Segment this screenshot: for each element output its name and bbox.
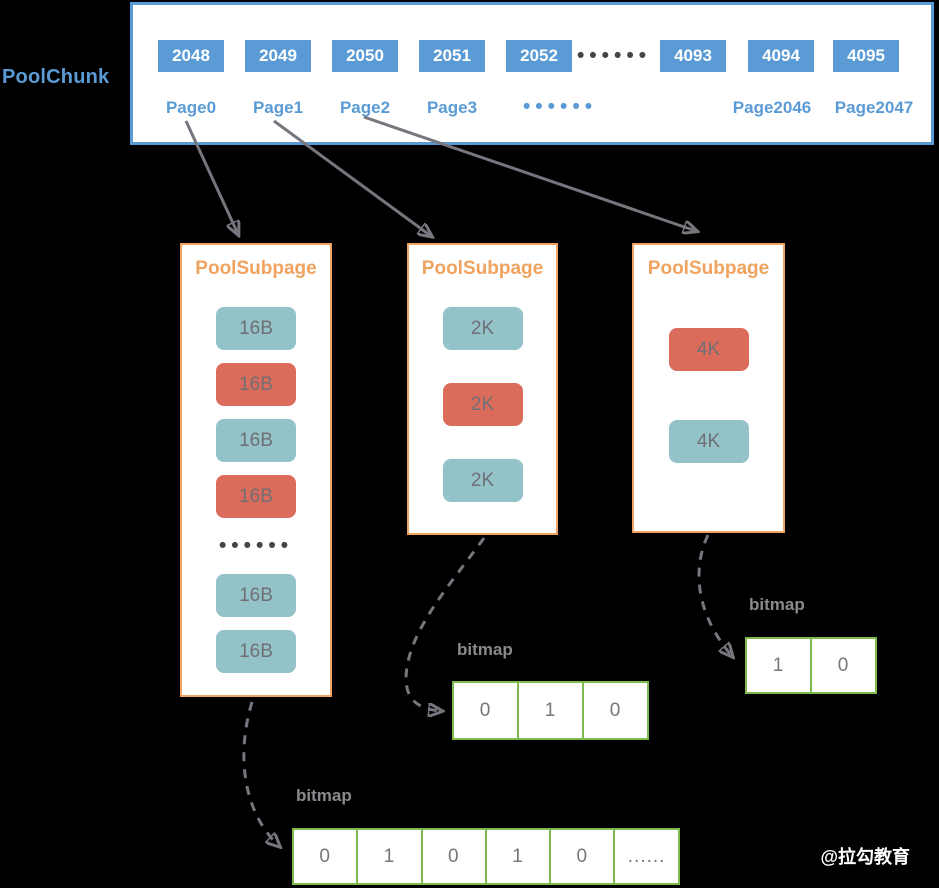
chunk-page-label: Page2047	[834, 98, 914, 117]
bitmap-cell: 1	[747, 639, 812, 692]
memory-block-2k-free: 2K	[442, 459, 523, 502]
poolsubpage-title: PoolSubpage	[195, 258, 317, 279]
chunk-pages-ellipsis: ••••••	[522, 95, 598, 118]
chunk-page-label: Page0	[165, 98, 217, 117]
memory-block-16b-free: 16B	[216, 307, 296, 350]
memory-block-4k-allocated: 4K	[668, 328, 749, 371]
chunk-cell: 4093	[660, 40, 726, 72]
bitmap-cell: 0	[837, 654, 850, 676]
poolchunk-label: PoolChunk	[2, 66, 110, 88]
bitmap-cell: 0	[551, 830, 616, 883]
poolsubpage-box: PoolSubpage 2K 2K 2K	[407, 243, 558, 535]
memory-blocks-ellipsis: ••••••	[218, 534, 294, 557]
bitmap-label: bitmap	[296, 786, 352, 805]
bitmap-cell: 1	[487, 830, 552, 883]
memory-block-4k-free: 4K	[668, 420, 749, 463]
watermark: @拉勾教育	[820, 847, 910, 867]
chunk-cell: 2052	[506, 40, 572, 72]
poolsubpage-title: PoolSubpage	[421, 258, 544, 279]
bitmap-cell: ......	[627, 845, 666, 867]
bitmap-cell: 1	[519, 683, 584, 738]
bitmap-cell: 0	[454, 683, 519, 738]
chunk-cell: 4095	[833, 40, 899, 72]
chunk-cell: 2049	[245, 40, 311, 72]
chunk-cell: 2048	[158, 40, 224, 72]
chunk-page-label: Page1	[252, 98, 304, 117]
bitmap-label: bitmap	[457, 640, 513, 659]
bitmap-cell: 0	[294, 830, 359, 883]
poolsubpage-box: PoolSubpage 16B 16B 16B 16B •••••• 16B 16B	[180, 243, 332, 697]
chunk-page-label: Page2	[339, 98, 391, 117]
chunk-cells-ellipsis: ••••••	[576, 44, 652, 67]
chunk-cell: 4094	[748, 40, 814, 72]
poolsubpage-box: PoolSubpage 4K 4K	[632, 243, 785, 533]
bitmap-cell: 0	[423, 830, 487, 883]
memory-block-16b-free: 16B	[216, 630, 296, 673]
chunk-page-label: Page2046	[732, 98, 812, 117]
memory-block-16b-allocated: 16B	[216, 363, 296, 406]
memory-block-16b-free: 16B	[216, 419, 296, 462]
memory-block-16b-free: 16B	[216, 574, 296, 617]
memory-block-16b-allocated: 16B	[216, 475, 296, 518]
chunk-page-label: Page3	[426, 98, 478, 117]
poolsubpage-title: PoolSubpage	[647, 258, 770, 279]
memory-block-2k-allocated: 2K	[442, 383, 523, 426]
poolchunk-box	[130, 2, 934, 145]
chunk-cell: 2050	[332, 40, 398, 72]
chunk-cell: 2051	[419, 40, 485, 72]
memory-block-2k-free: 2K	[442, 307, 523, 350]
bitmap-label: bitmap	[749, 595, 805, 614]
bitmap-cell: 0	[609, 699, 622, 721]
bitmap-cell: 1	[358, 830, 423, 883]
